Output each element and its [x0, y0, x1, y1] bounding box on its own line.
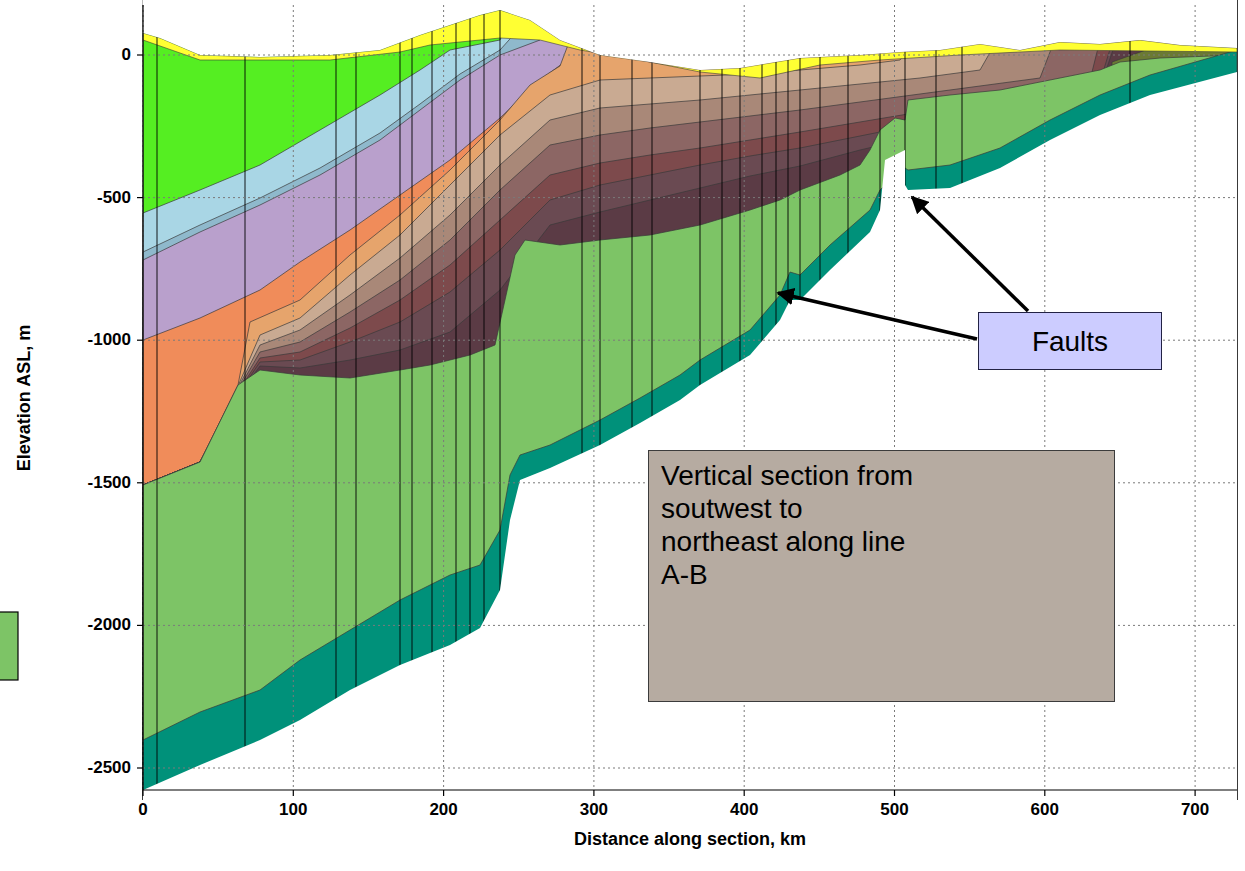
axis-ticks-part — [137, 340, 143, 341]
blank-below — [143, 72, 1237, 871]
tick-label: 400 — [730, 800, 758, 820]
well-lines-part — [245, 0, 246, 800]
axis-ticks-part — [1194, 790, 1195, 796]
legend-swatch-fragment — [0, 612, 18, 680]
box-text: Faults — [991, 325, 1149, 358]
box-text: Vertical section from soutwest to northe… — [661, 459, 923, 591]
well-lines-part — [336, 0, 337, 800]
axis-lines-part — [142, 5, 143, 790]
axis-title: Distance along section, km — [574, 829, 806, 850]
tick-label: 600 — [1031, 800, 1059, 820]
well-lines-part — [157, 0, 158, 800]
axis-ticks-part — [137, 197, 143, 198]
tick-label: 500 — [880, 800, 908, 820]
tick-label: -2000 — [88, 615, 131, 635]
tick-label: 100 — [279, 800, 307, 820]
callout-box: Faults — [978, 312, 1162, 370]
grid-lines-part — [143, 197, 1237, 198]
axis-lines — [143, 5, 1237, 790]
grid-lines-part — [1195, 5, 1196, 790]
axis-ticks-part — [894, 790, 895, 796]
grid-lines-part — [443, 5, 444, 790]
note-box: Vertical section from soutwest to northe… — [648, 450, 1115, 702]
axis-ticks-part — [293, 790, 294, 796]
tick-label: -1500 — [88, 473, 131, 493]
tick-label: 0 — [122, 45, 131, 65]
axis-ticks-part — [443, 790, 444, 796]
axis-title: Elevation ASL, m — [14, 325, 35, 471]
grid-lines — [143, 5, 1237, 790]
axis-ticks-part — [137, 54, 143, 55]
grid-lines-part — [143, 5, 144, 790]
fault-arrows-part — [778, 293, 977, 339]
axis-lines-part — [143, 789, 1237, 790]
fault-arrows-part — [912, 197, 1028, 311]
axis-ticks-part — [137, 482, 143, 483]
blank-above — [143, 0, 1237, 70]
tick-label: -2500 — [88, 758, 131, 778]
axis-ticks-part — [744, 790, 745, 796]
axis-ticks-part — [1044, 790, 1045, 796]
grid-lines-part — [143, 55, 1237, 56]
axis-ticks-part — [142, 790, 143, 796]
grid-lines-part — [593, 5, 594, 790]
tick-label: -1000 — [88, 330, 131, 350]
tick-label: -500 — [97, 188, 131, 208]
axis-ticks-part — [593, 790, 594, 796]
tick-label: 200 — [429, 800, 457, 820]
grid-lines-part — [293, 5, 294, 790]
well-lines-part — [356, 0, 357, 800]
grid-lines-part — [143, 768, 1237, 769]
axis-ticks-part — [137, 767, 143, 768]
axis-ticks — [137, 55, 1195, 796]
tick-label: 0 — [138, 800, 147, 820]
axis-ticks-part — [137, 625, 143, 626]
tick-label: 300 — [580, 800, 608, 820]
tick-label: 700 — [1181, 800, 1209, 820]
